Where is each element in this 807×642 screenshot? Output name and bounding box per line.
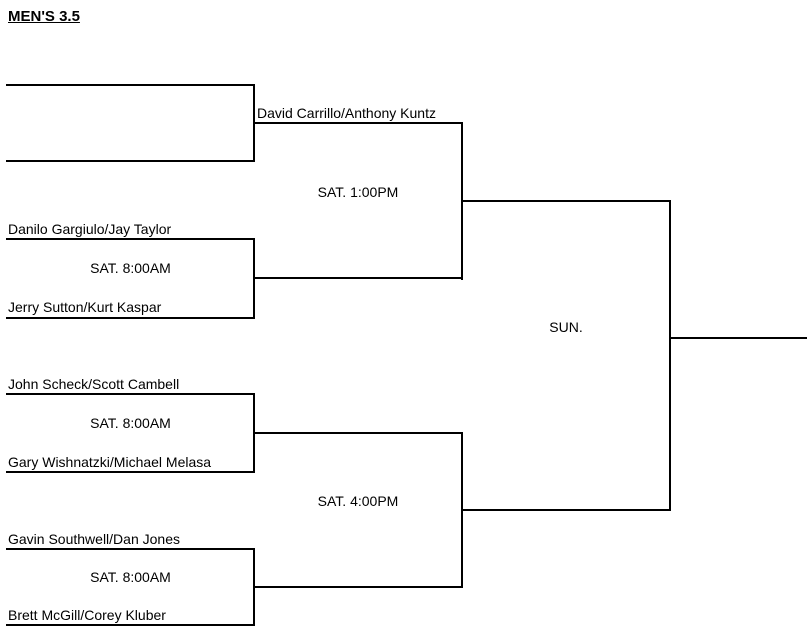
round1-match4-bottom-line <box>6 624 255 626</box>
round1-match4-winner-line <box>253 586 463 588</box>
round1-match2-winner-line <box>253 277 463 279</box>
team-name: Gavin Southwell/Dan Jones <box>8 531 180 547</box>
team-name: Gary Wishnatzki/Michael Melasa <box>8 454 212 470</box>
bracket-title: MEN'S 3.5 <box>8 8 80 25</box>
round1-match3-time: SAT. 8:00AM <box>90 415 171 431</box>
round1-match1-top-line <box>6 84 255 86</box>
final-winner-line <box>669 337 807 339</box>
round1-match2-bottom-line <box>6 317 255 319</box>
semifinal2-winner-line <box>461 509 671 511</box>
team-name: John Scheck/Scott Cambell <box>8 376 180 392</box>
semifinal1-winner-line <box>461 200 671 202</box>
final-time: SUN. <box>549 319 583 335</box>
team-name-advancing-top: David Carrillo/Anthony Kuntz <box>257 105 436 121</box>
round1-match4-top-line <box>6 548 255 550</box>
team-name: Jerry Sutton/Kurt Kaspar <box>8 299 162 315</box>
semifinal2-time: SAT. 4:00PM <box>317 493 399 509</box>
round1-match3-winner-line <box>253 432 463 434</box>
team-name: Brett McGill/Corey Kluber <box>8 607 166 623</box>
round1-match3-top-line <box>6 393 255 395</box>
round1-match1-bottom-line <box>6 160 255 162</box>
round1-match2-top-line <box>6 238 255 240</box>
round1-match2-time: SAT. 8:00AM <box>90 260 171 276</box>
final-connector-line <box>669 200 671 511</box>
team-name: Danilo Gargiulo/Jay Taylor <box>8 221 172 237</box>
round1-match3-bottom-line <box>6 471 255 473</box>
round1-match1-winner-line <box>253 122 463 124</box>
round1-match4-time: SAT. 8:00AM <box>90 569 171 585</box>
semifinal1-time: SAT. 1:00PM <box>317 184 399 200</box>
